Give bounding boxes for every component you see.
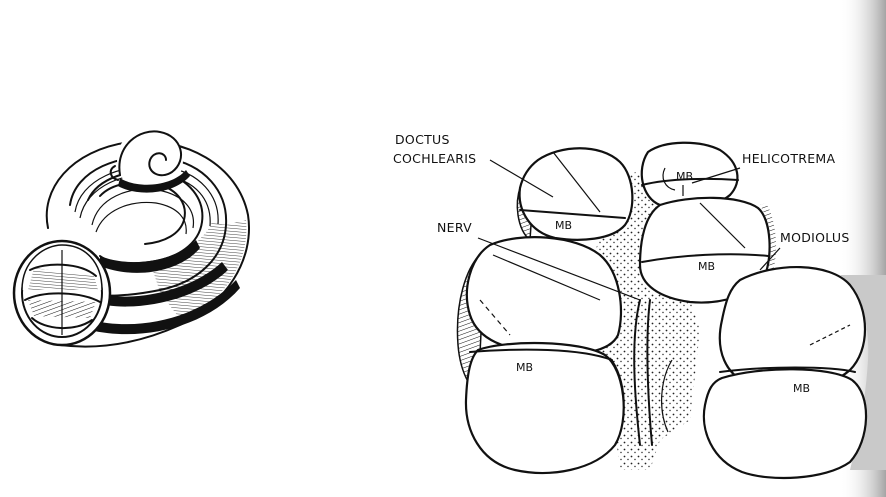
label-mb-bottom-right: MB	[793, 382, 810, 395]
label-mb-top-left: MB	[555, 219, 572, 232]
label-ductus-line1: DOCTUS	[395, 132, 450, 147]
label-ductus-line2: COCHLEARIS	[393, 151, 476, 166]
label-mb-bottom-left: MB	[516, 361, 533, 374]
label-mb-right-middle: MB	[698, 260, 715, 273]
label-nerv: NERV	[437, 220, 472, 235]
cochlea-snail-drawing	[14, 127, 249, 347]
label-helicotrema: HELICOTREMA	[742, 151, 836, 166]
label-modiolus: MODIOLUS	[780, 230, 850, 245]
cochlea-cross-section	[457, 143, 886, 478]
label-mb-helicotrema: MB	[676, 170, 693, 183]
